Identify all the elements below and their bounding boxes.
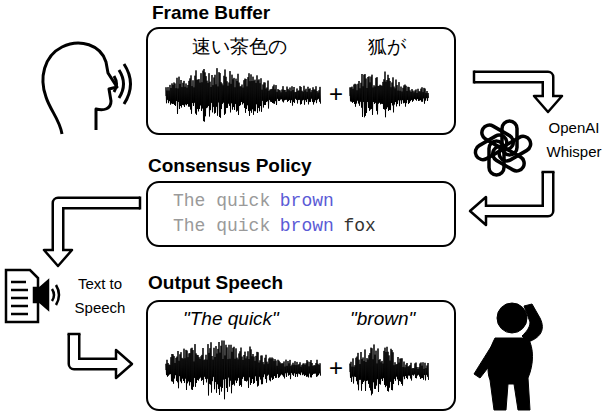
speaker-head-icon bbox=[43, 43, 131, 134]
arrow-fill bbox=[58, 203, 140, 253]
waveform bbox=[350, 72, 429, 118]
text-row: The quick brown bbox=[173, 191, 334, 211]
arrow-outline bbox=[74, 334, 116, 364]
listener-icon bbox=[474, 303, 542, 410]
arrow-fill bbox=[74, 334, 119, 364]
text-row: 狐が bbox=[368, 34, 406, 60]
text-row: "brown" bbox=[350, 308, 415, 330]
box-heading: Output Speech bbox=[148, 272, 283, 294]
box-text: The quick bbox=[173, 191, 270, 211]
box-text: OpenAI Whisper bbox=[538, 116, 610, 164]
box-outline bbox=[146, 181, 456, 247]
box-heading: Consensus Policy bbox=[148, 155, 312, 177]
text-row: Output Speech bbox=[148, 272, 283, 294]
arrow-tail bbox=[473, 71, 476, 84]
model-label: OpenAI Whisper bbox=[538, 116, 610, 164]
block-arrow bbox=[44, 197, 140, 267]
text-row: + bbox=[329, 80, 343, 108]
block-arrow bbox=[470, 172, 555, 225]
arrow-tail bbox=[542, 171, 555, 174]
text-row: Frame Buffer bbox=[152, 2, 270, 24]
block-arrow bbox=[68, 334, 133, 378]
box-text: 速い茶色の bbox=[192, 34, 287, 60]
text-row: Text to Speech bbox=[66, 272, 134, 320]
box-text: + bbox=[329, 80, 343, 108]
text-row: OpenAI Whisper bbox=[538, 116, 610, 164]
box-text: fox bbox=[343, 216, 375, 236]
arrow-outline bbox=[486, 172, 548, 211]
text-row: Consensus Policy bbox=[148, 155, 312, 177]
text-row: + bbox=[329, 354, 343, 382]
box-text: Text to Speech bbox=[66, 272, 134, 320]
box-text: The quick bbox=[173, 216, 270, 236]
waveform bbox=[166, 341, 321, 400]
waveform bbox=[350, 345, 429, 396]
block-arrow bbox=[474, 71, 562, 113]
box-text: "brown" bbox=[350, 308, 415, 330]
text-row: "The quick" bbox=[183, 308, 279, 330]
arrow-tail bbox=[139, 197, 142, 210]
text-row: The quick brown fox bbox=[173, 216, 376, 236]
box-text: 狐が bbox=[368, 34, 406, 60]
logo-petal bbox=[479, 122, 516, 152]
arrow-tail bbox=[68, 333, 81, 336]
box-text: + bbox=[329, 354, 343, 382]
arrow-fill bbox=[483, 172, 548, 211]
tts-icon bbox=[6, 270, 59, 322]
logo-petal bbox=[473, 132, 510, 162]
tts-label: Text to Speech bbox=[66, 272, 134, 320]
waveform bbox=[166, 68, 321, 121]
waveforms bbox=[166, 68, 429, 399]
box-text: brown bbox=[280, 191, 334, 211]
output-speech-box: Output Speech "The quick" + "brown" bbox=[146, 272, 456, 411]
box-text: brown bbox=[280, 216, 334, 236]
consensus-policy-box: Consensus PolicyThe quickbrownThe quickb… bbox=[146, 155, 456, 247]
arrow-fill bbox=[474, 77, 548, 99]
openai-logo bbox=[473, 121, 534, 175]
frame-buffer-box: Frame Buffer 速い茶色の 狐が + bbox=[146, 0, 456, 135]
text-row: 速い茶色の bbox=[192, 34, 287, 60]
box-heading: Frame Buffer bbox=[152, 2, 270, 24]
arrow-outline bbox=[58, 203, 140, 250]
box-text: "The quick" bbox=[183, 308, 279, 330]
